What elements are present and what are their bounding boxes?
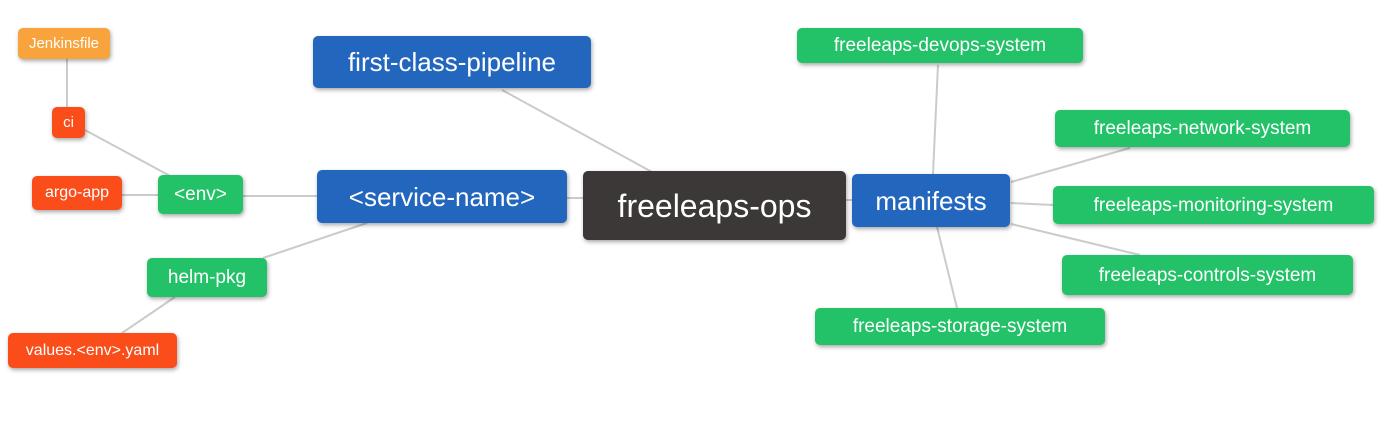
node-service-name[interactable]: <service-name> [317,170,567,223]
node-freeleaps-ops[interactable]: freeleaps-ops [583,171,846,240]
node-values-env-yaml[interactable]: values.<env>.yaml [8,333,177,368]
node-devops-system[interactable]: freeleaps-devops-system [797,28,1083,63]
node-manifests[interactable]: manifests [852,174,1010,227]
edge-helm-pkg-to-service-name [262,222,368,259]
edge-manifests-to-network-system [1010,147,1131,183]
node-argo-app[interactable]: argo-app [32,176,122,210]
node-ci[interactable]: ci [52,107,85,138]
edge-manifests-to-storage-system [936,226,958,309]
edge-ci-to-env [84,129,173,178]
edge-first-class-pipeline-to-freeleaps-ops [501,89,653,173]
node-storage-system[interactable]: freeleaps-storage-system [815,308,1105,345]
edge-manifests-to-monitoring-system [1010,202,1054,206]
node-env[interactable]: <env> [158,175,243,214]
edge-helm-pkg-to-values-env-yaml [121,296,176,334]
node-helm-pkg[interactable]: helm-pkg [147,258,267,297]
node-monitoring-system[interactable]: freeleaps-monitoring-system [1053,186,1374,224]
node-controls-system[interactable]: freeleaps-controls-system [1062,255,1353,295]
node-network-system[interactable]: freeleaps-network-system [1055,110,1350,147]
edge-manifests-to-controls-system [1010,223,1141,256]
edge-manifests-to-devops-system [932,64,939,175]
node-first-class-pipeline[interactable]: first-class-pipeline [313,36,591,88]
node-jenkinsfile[interactable]: Jenkinsfile [18,28,110,59]
